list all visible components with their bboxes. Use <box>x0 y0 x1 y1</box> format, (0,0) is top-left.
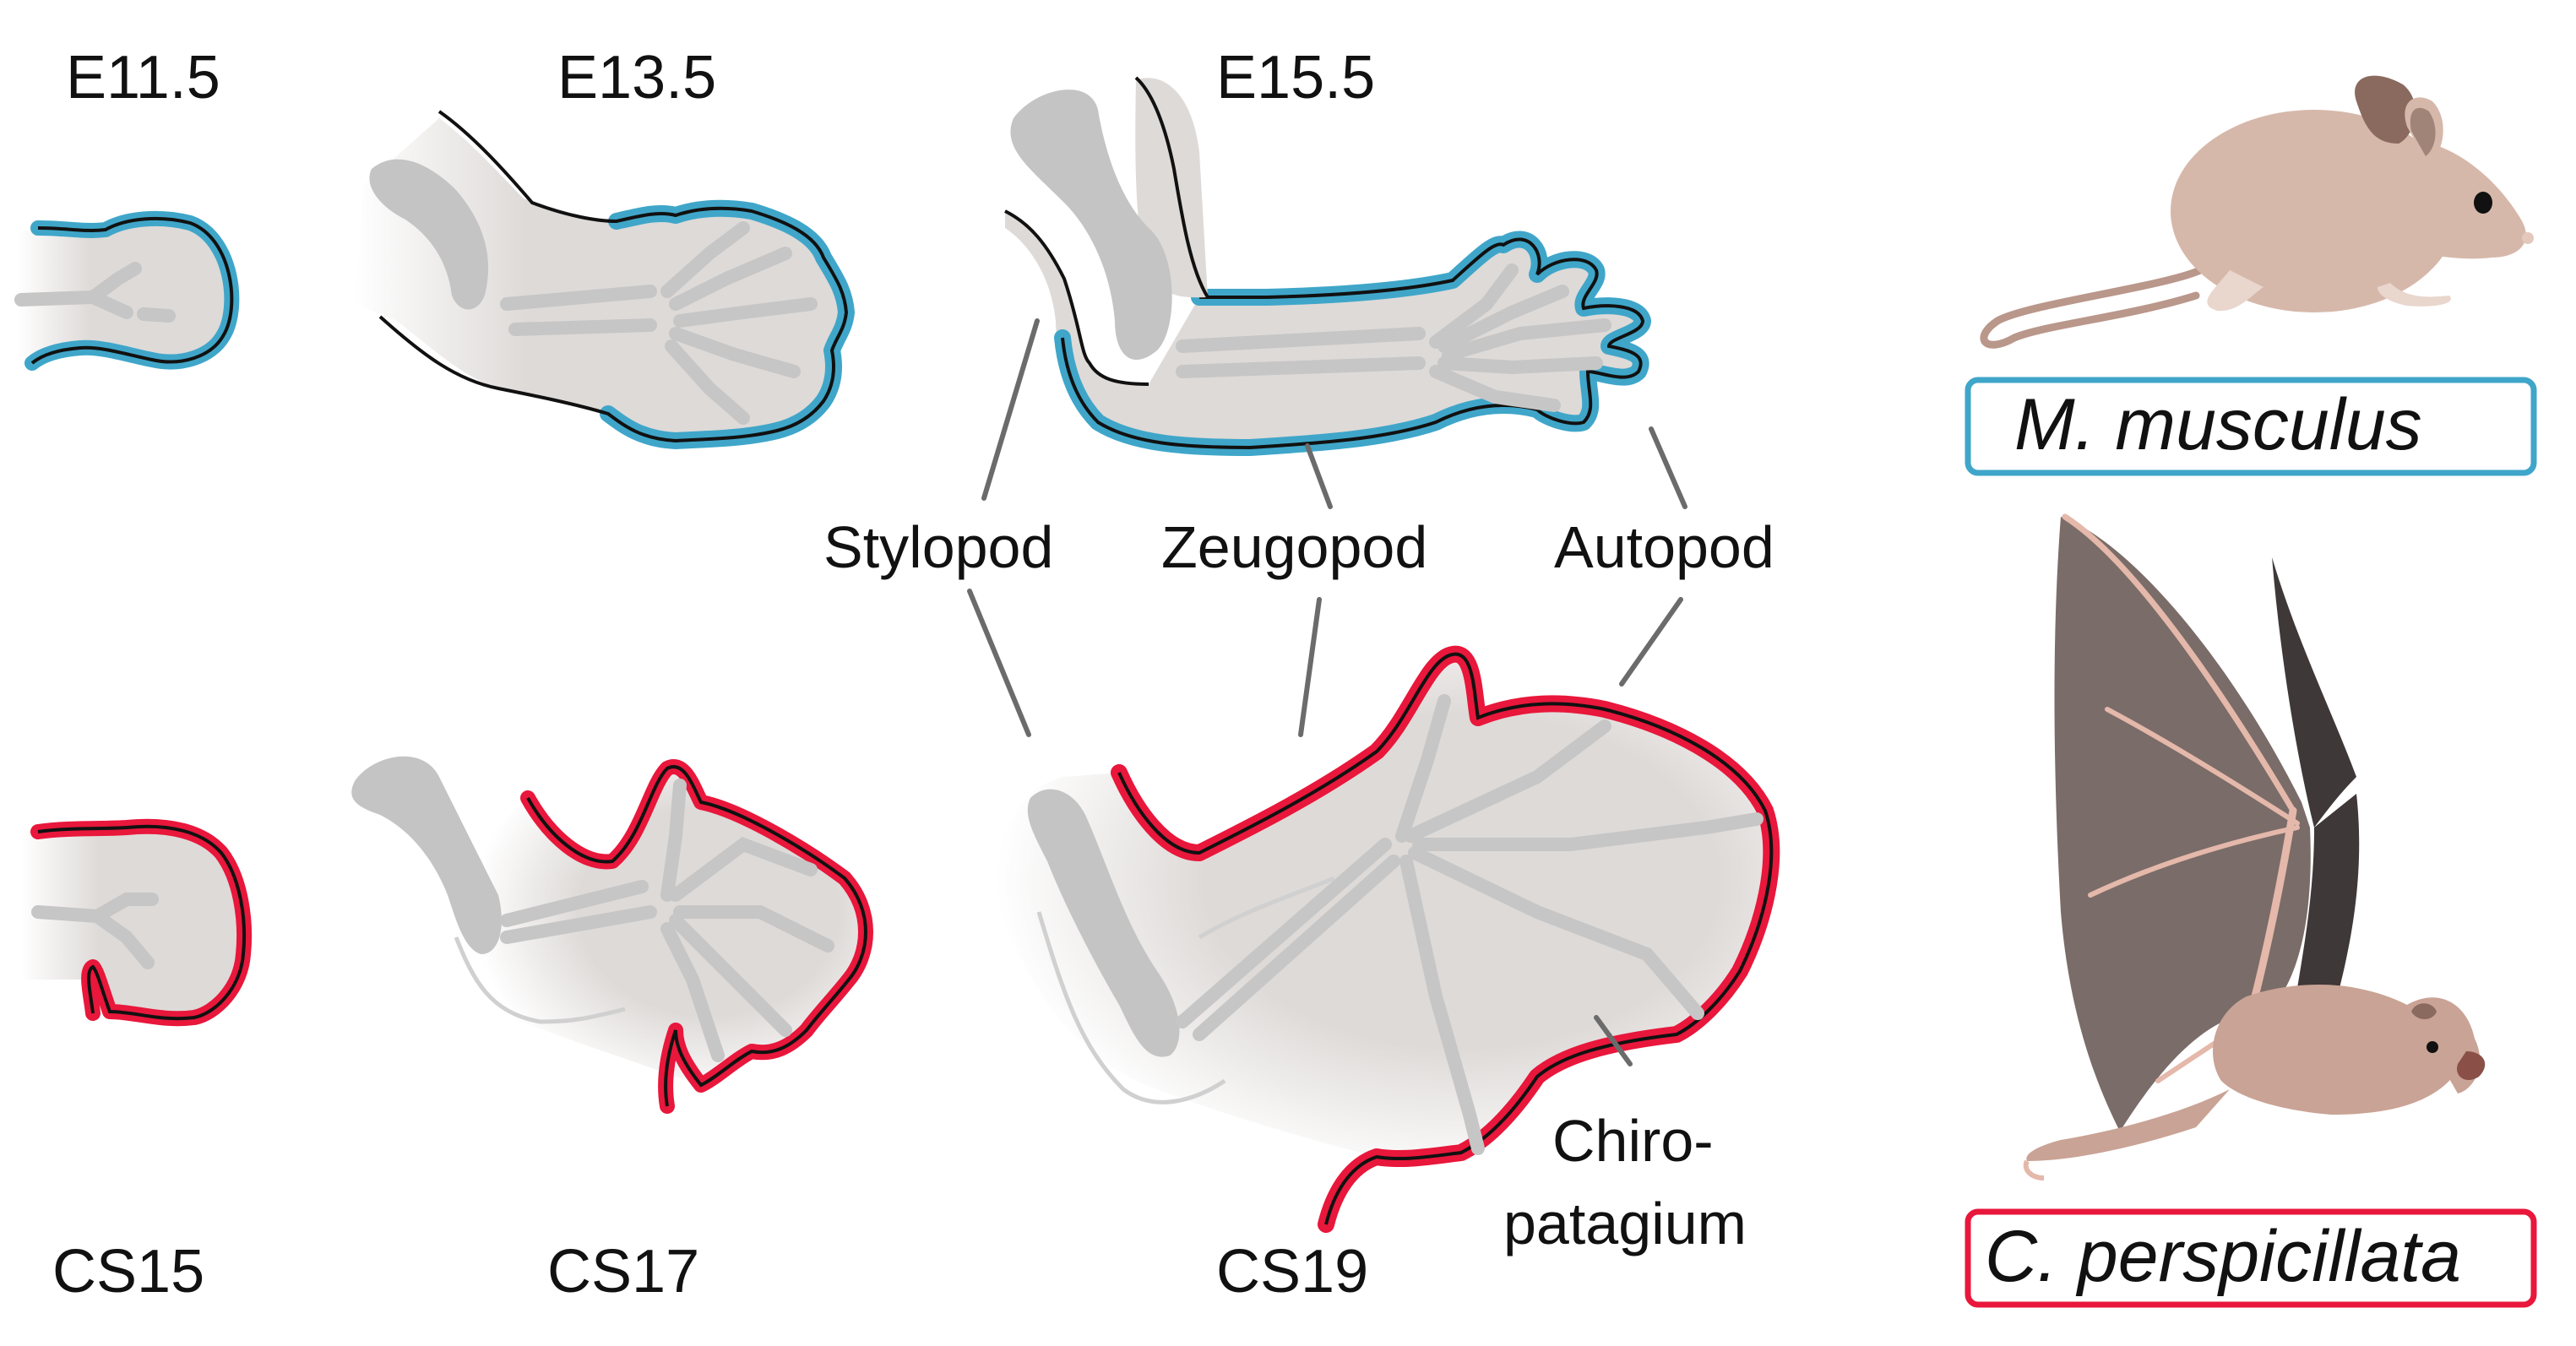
stylopod-leader-top <box>981 318 1040 501</box>
mouse-limb-e15-5 <box>1004 76 1651 456</box>
species-label-mouse: M. musculus <box>2014 384 2422 465</box>
bat-illustration <box>2023 513 2486 1180</box>
mouse-limb-e11-5 <box>14 210 240 371</box>
autopod-leader-bottom <box>1619 597 1683 687</box>
species-box-mouse <box>1965 377 2537 476</box>
bat-limb-cs15 <box>21 818 253 1027</box>
segment-leader-lines <box>967 318 1687 1066</box>
stage-label-cs19: CS19 <box>1216 1238 1368 1305</box>
species-label-bat: C. perspicillata <box>1985 1216 2461 1297</box>
label-stylopod: Stylopod <box>823 514 1053 580</box>
chiropatagium-leader <box>1594 1015 1633 1066</box>
species-box-bat <box>1965 1208 2537 1308</box>
stage-label-cs17: CS17 <box>547 1238 699 1305</box>
label-chiropatagium-line2: patagium <box>1503 1191 1747 1256</box>
bat-limb-cs19 <box>996 645 1780 1233</box>
zeugopod-leader-bottom <box>1298 597 1322 737</box>
stage-label-cs15: CS15 <box>52 1238 204 1305</box>
mouse-illustration <box>1980 75 2534 349</box>
mouse-limb-e13-5 <box>355 110 855 449</box>
label-chiropatagium-line1: Chiro- <box>1552 1108 1714 1174</box>
stylopod-leader-bottom <box>967 589 1031 737</box>
label-autopod: Autopod <box>1554 514 1774 580</box>
stage-label-e11-5: E11.5 <box>66 44 220 111</box>
zeugopod-leader-top <box>1305 443 1333 509</box>
stage-label-e15-5: E15.5 <box>1216 44 1375 111</box>
label-zeugopod: Zeugopod <box>1161 514 1427 580</box>
autopod-leader-top <box>1649 426 1687 509</box>
bat-limb-cs17 <box>351 756 873 1114</box>
stage-label-e13-5: E13.5 <box>557 44 716 111</box>
